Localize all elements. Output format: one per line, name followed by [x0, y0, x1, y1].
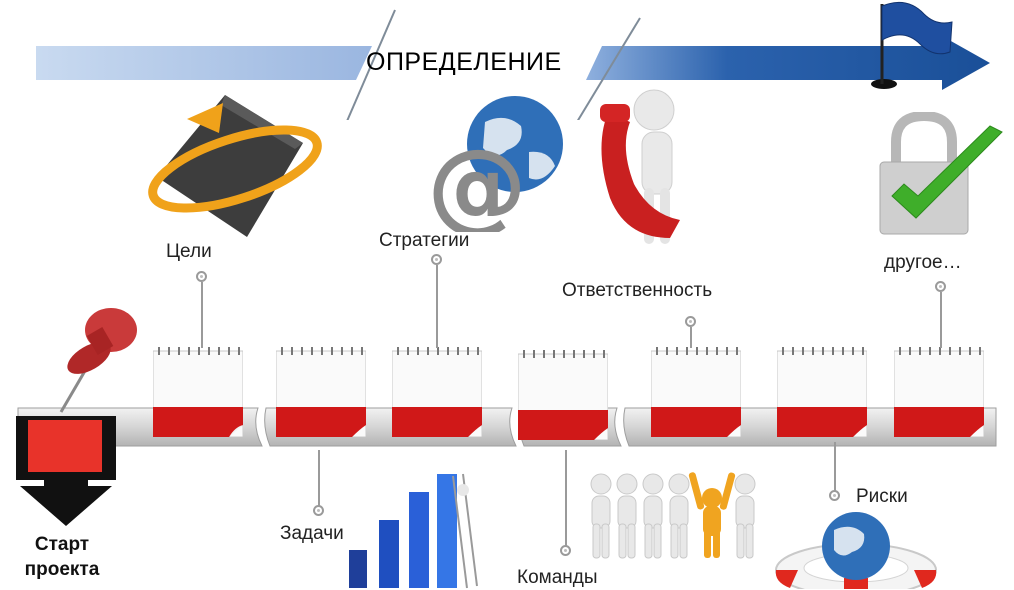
globe-email-icon: @ — [427, 96, 563, 232]
connector-line — [834, 442, 836, 491]
calendar-page — [894, 347, 984, 437]
bar-growth-icon — [349, 473, 478, 589]
connector-pin — [196, 271, 207, 282]
calendar-page — [518, 350, 608, 440]
connector-line — [940, 292, 942, 348]
connector-line — [318, 450, 320, 506]
pushpin-icon — [59, 308, 137, 413]
connector-line — [690, 327, 692, 348]
label-responsibility: Ответственность — [562, 280, 713, 301]
svg-text:@: @ — [427, 127, 527, 232]
page-title: ОПРЕДЕЛЕНИЕ — [366, 48, 562, 76]
calendar-page — [276, 347, 366, 437]
connector-pin — [935, 281, 946, 292]
person-phone-icon — [600, 89, 680, 244]
connector-pin — [829, 490, 840, 501]
connector-line — [436, 265, 438, 348]
cube-rotation-icon — [148, 95, 322, 237]
connector-line — [565, 450, 567, 546]
start-marker-icon — [16, 416, 116, 526]
start-label: Старт проекта — [6, 532, 118, 582]
connector-line — [201, 282, 203, 348]
flag-icon — [871, 1, 953, 89]
calendar-page — [392, 347, 482, 437]
start-label-line2: проекта — [24, 559, 100, 580]
label-teams: Команды — [517, 567, 598, 588]
label-risks: Риски — [856, 486, 908, 507]
label-goals: Цели — [166, 241, 212, 262]
team-figures-icon — [590, 472, 756, 559]
label-other: другое… — [884, 252, 962, 273]
definition-arrow-banner — [36, 9, 990, 120]
connector-pin — [560, 545, 571, 556]
calendar-page — [153, 347, 243, 437]
calendar-page — [777, 347, 867, 437]
connector-pin — [313, 505, 324, 516]
connector-pin — [431, 254, 442, 265]
label-strategies: Стратегии — [379, 230, 470, 251]
calendar-page — [651, 347, 741, 437]
lock-check-icon — [879, 112, 1003, 235]
connector-pin — [685, 316, 696, 327]
start-label-line1: Старт — [34, 534, 90, 555]
label-tasks: Задачи — [280, 523, 344, 544]
lifebuoy-globe-icon — [775, 512, 937, 589]
